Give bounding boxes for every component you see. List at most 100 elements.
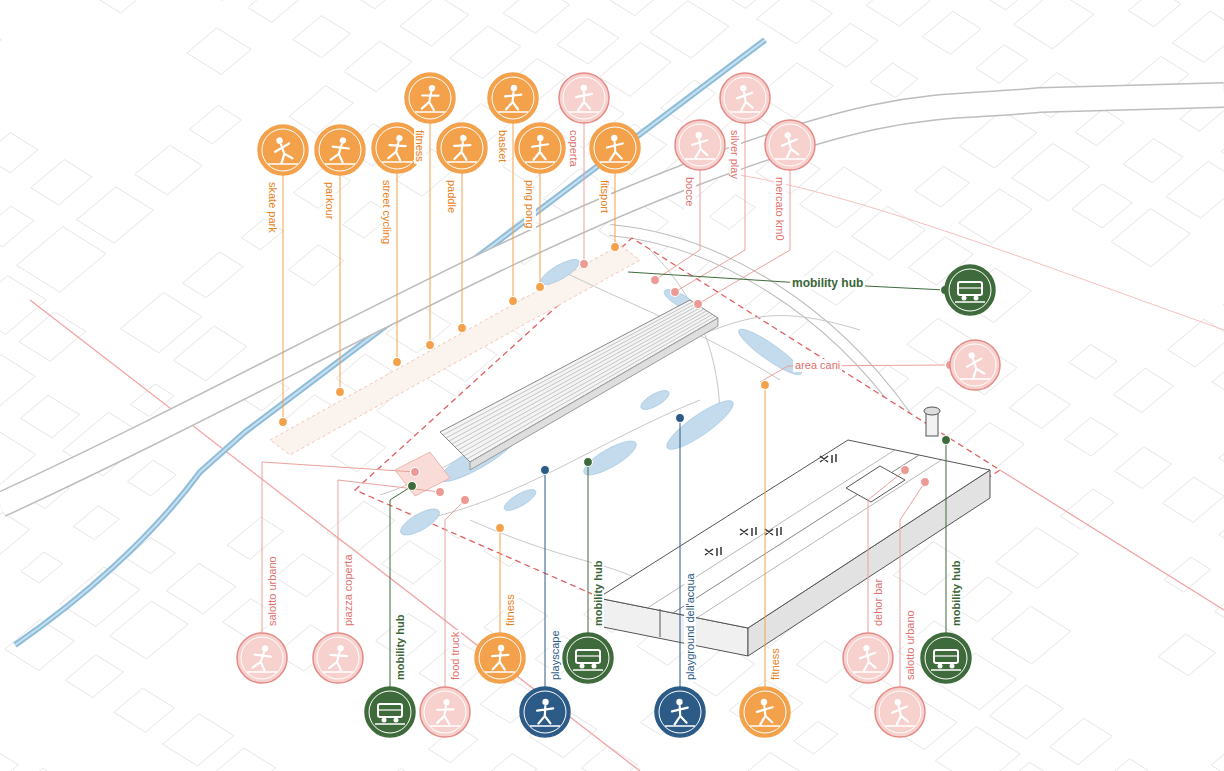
activity-icon (925, 637, 967, 679)
map-block (0, 276, 47, 335)
activity-icon (784, 131, 792, 139)
activity-label: mobility hub (790, 276, 865, 290)
activity-icon (736, 91, 755, 112)
activity-icon (536, 706, 553, 725)
map-block (1168, 319, 1224, 367)
activity-icon (452, 141, 470, 161)
map-block (331, 431, 386, 472)
leader-line (615, 173, 616, 247)
activity-icon (313, 633, 363, 683)
activity-icon (691, 138, 709, 158)
activity-icon (885, 725, 915, 727)
activity-icon (420, 687, 470, 737)
map-block (0, 16, 1, 71)
activity-icon (765, 120, 815, 170)
activity-icon (934, 655, 958, 656)
map-block (581, 746, 637, 771)
building (926, 412, 938, 436)
activity-icon (524, 691, 566, 733)
activity-icon (409, 77, 451, 119)
leader-line (283, 175, 284, 422)
map-block (65, 655, 123, 698)
activity-icon (891, 704, 910, 725)
activity-icon (962, 296, 967, 301)
activity-icon (420, 91, 439, 112)
map-block (77, 187, 154, 243)
activity-icon (485, 671, 515, 673)
leader-line (680, 418, 681, 687)
leader-line (430, 123, 431, 345)
site-dot (676, 414, 685, 423)
activity-icon (685, 158, 715, 160)
activity-icon (675, 120, 725, 170)
activity-icon (237, 73, 1000, 737)
activity-icon (327, 643, 349, 671)
activity-icon (435, 705, 454, 725)
activity-icon (576, 650, 600, 663)
site-dot (496, 524, 505, 533)
activity-icon (376, 127, 418, 169)
activity-icon (600, 161, 630, 163)
site-dot (436, 488, 445, 497)
activity-icon (498, 111, 528, 113)
map-block (1212, 346, 1224, 407)
map-block (922, 11, 980, 54)
map-block (17, 227, 106, 293)
site-dot (942, 436, 951, 445)
map-block (976, 45, 1028, 83)
activity-icon (655, 687, 705, 737)
activity-label: playground dell'acqua (684, 571, 696, 682)
map-block (450, 26, 521, 79)
activity-icon (573, 669, 603, 671)
activity-label: mercato km0 (774, 175, 786, 243)
activity-label: bocce (684, 175, 696, 208)
train-shed (443, 302, 693, 435)
boundary-line (30, 170, 1224, 771)
leader-line (338, 480, 440, 633)
leader-line (390, 486, 412, 687)
activity-icon (875, 687, 925, 737)
activity-icon (325, 163, 355, 165)
site-dot (584, 458, 593, 467)
site-dot (509, 297, 518, 306)
activity-icon (665, 725, 695, 727)
activity-icon (576, 92, 592, 110)
activity-label: playscape (549, 628, 561, 682)
map-block (0, 133, 38, 173)
map-block (1012, 143, 1090, 201)
activity-icon (420, 84, 441, 112)
activity-icon (337, 644, 345, 652)
activity-icon (720, 73, 770, 123)
activity-icon (424, 691, 466, 733)
project-site (397, 504, 443, 540)
activity-icon (720, 73, 770, 123)
project-site (270, 245, 640, 455)
activity-label: street cycling (381, 178, 393, 246)
activity-icon (258, 125, 308, 175)
activity-icon (594, 127, 636, 169)
building (598, 407, 990, 656)
map-block (1158, 634, 1215, 676)
map-block (866, 0, 930, 26)
site-dot (651, 276, 660, 285)
activity-icon (730, 111, 760, 113)
map-block (327, 501, 395, 551)
activity-icon (740, 687, 790, 737)
activity-icon (675, 120, 725, 170)
activity-label: basket (497, 128, 509, 164)
map-block (609, 0, 667, 16)
activity-icon (760, 699, 767, 706)
activity-icon (934, 650, 958, 663)
activity-icon (237, 633, 287, 683)
map-block (1211, 744, 1224, 771)
map-block (989, 685, 1063, 739)
activity-icon (671, 698, 688, 724)
activity-icon (386, 133, 408, 161)
site-dot (611, 243, 620, 252)
map-block (0, 206, 34, 247)
activity-icon (945, 265, 995, 315)
map-block (163, 714, 234, 766)
boundary-line (1000, 470, 1224, 610)
activity-icon (241, 637, 283, 679)
map-block (293, 16, 351, 58)
